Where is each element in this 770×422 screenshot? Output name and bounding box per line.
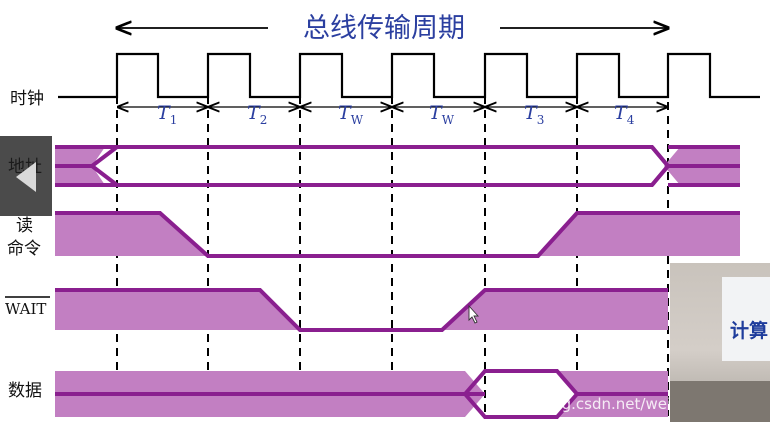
period-label: TW [429, 102, 455, 127]
diagram-title: 总线传输周期 [303, 13, 465, 44]
period-label: T1 [157, 102, 177, 127]
period-label: TW [338, 102, 364, 127]
wait-waveform [55, 288, 668, 332]
period-label: T3 [524, 102, 544, 127]
read-command-label-line1: 读 [16, 216, 33, 236]
period-label: T2 [247, 102, 267, 127]
data-label: 数据 [8, 381, 42, 401]
wait-label: WAIT [5, 300, 46, 318]
address-waveform [55, 145, 740, 187]
data-waveform [55, 369, 668, 419]
desk [670, 381, 770, 422]
photo-board-text: 计算 [730, 320, 769, 342]
previous-slide-button[interactable] [0, 136, 52, 216]
clock-waveform [58, 52, 760, 99]
whiteboard [722, 277, 770, 361]
period-labels: T1 T2 TW TW T3 T4 [157, 102, 635, 127]
lecturer-video-thumbnail: 计算 [670, 263, 770, 422]
read-command-label-line2: 命令 [7, 239, 41, 259]
read-command-waveform [55, 211, 740, 258]
period-label: T4 [614, 102, 635, 127]
clock-label: 时钟 [10, 89, 44, 109]
mouse-cursor-icon [468, 304, 480, 324]
chevron-left-icon [16, 162, 36, 192]
